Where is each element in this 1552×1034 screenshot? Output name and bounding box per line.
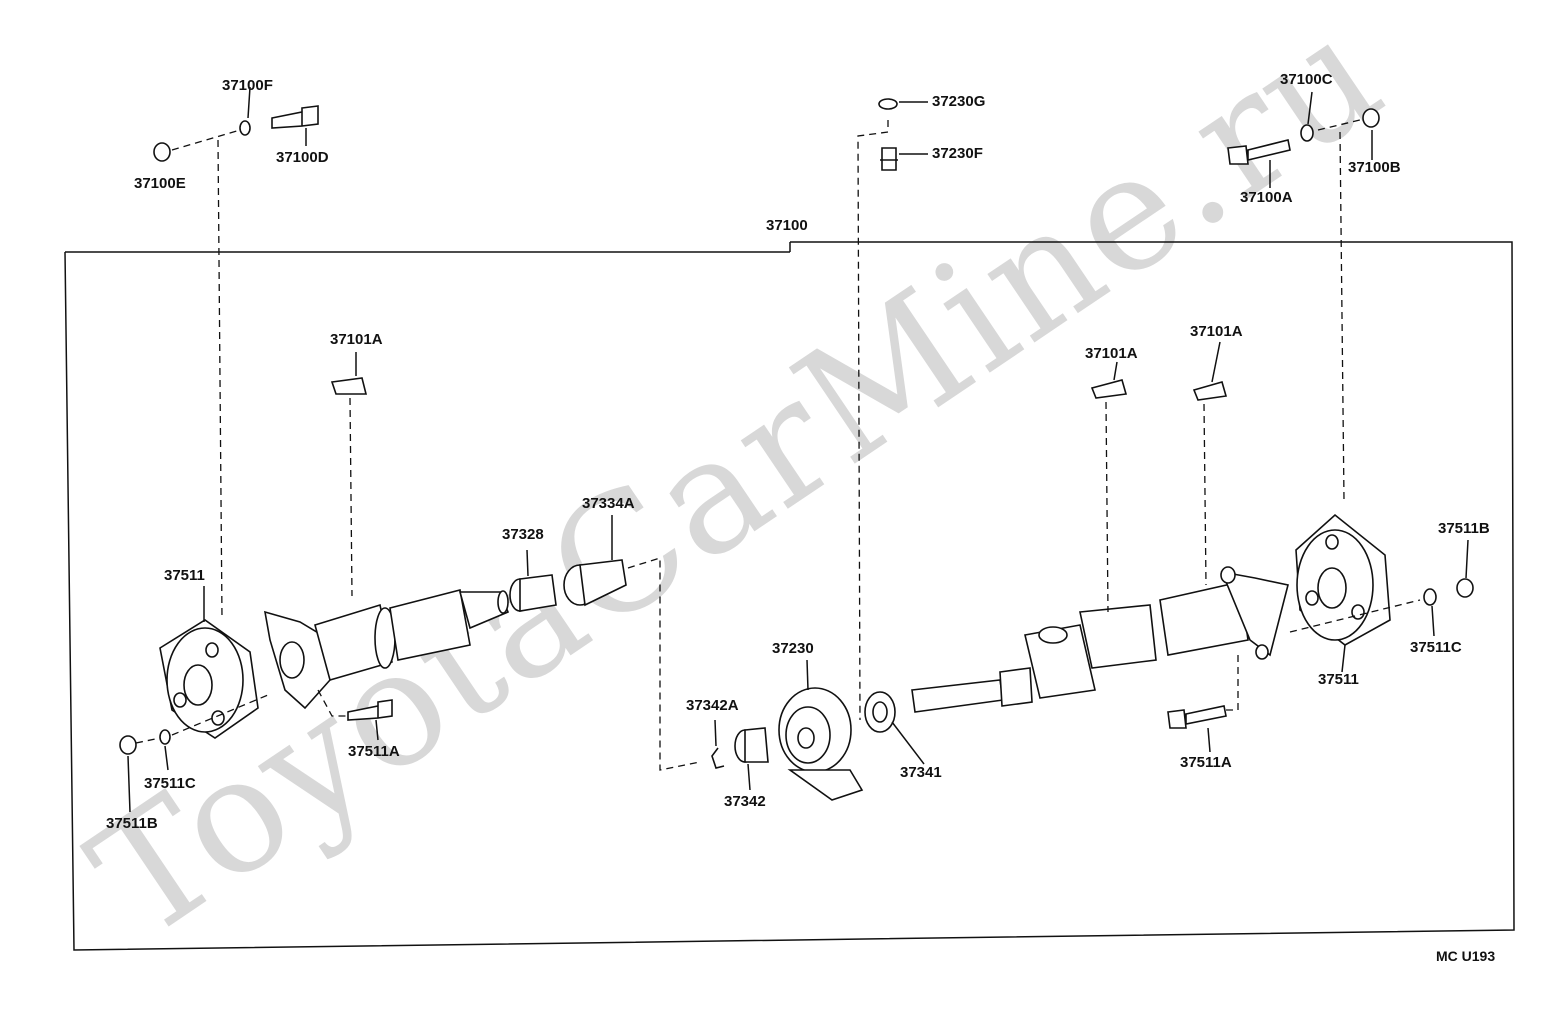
label-37511-right: 37511: [1318, 671, 1359, 688]
label-37230G: 37230G: [932, 93, 986, 110]
assembly-frame: [64, 241, 1515, 951]
label-37100A: 37100A: [1240, 189, 1293, 206]
rear-shaft: [911, 566, 1289, 713]
nut-37511B-left: [119, 735, 137, 755]
label-37342A: 37342A: [686, 697, 739, 714]
label-37511-left: 37511: [164, 567, 205, 584]
washer-37230G: [878, 98, 898, 110]
label-37511C-left: 37511C: [144, 775, 196, 792]
flex-coupling-right: [1295, 513, 1391, 646]
bearing-37341: [864, 691, 896, 733]
diagram-code: MC U193: [1436, 948, 1496, 964]
nut-37511B-right: [1456, 578, 1474, 598]
label-37341: 37341: [900, 764, 942, 781]
label-37101A-mid: 37101A: [1085, 345, 1138, 362]
bolt-37511A-left: [347, 699, 393, 721]
label-37511B-right: 37511B: [1438, 520, 1490, 537]
label-37100: 37100: [766, 217, 808, 234]
label-37511C-right: 37511C: [1410, 639, 1462, 656]
label-37230: 37230: [772, 640, 814, 657]
bearing-37342: [734, 727, 769, 763]
label-37511A-right: 37511A: [1180, 754, 1232, 771]
label-37101A-left: 37101A: [330, 331, 383, 348]
flex-coupling-left: [159, 619, 259, 739]
front-shaft: [263, 589, 510, 710]
label-37328: 37328: [502, 526, 544, 543]
washer-37511C-left: [159, 729, 171, 745]
washer-37100C: [1300, 124, 1314, 142]
label-37511A-left: 37511A: [348, 743, 400, 760]
strap-37101A-left: [330, 377, 368, 395]
washer-37100F: [239, 120, 251, 136]
bolt-37230F: [880, 147, 898, 171]
strap-37101A-right: [1192, 381, 1228, 401]
label-37100B: 37100B: [1348, 159, 1401, 176]
label-37100D: 37100D: [276, 149, 329, 166]
strap-37101A-mid: [1090, 379, 1128, 399]
label-37100F: 37100F: [222, 77, 273, 94]
boot-37334A: [563, 559, 627, 607]
bolt-37100D: [271, 105, 319, 129]
bolt-37511A-right: [1167, 705, 1227, 729]
label-37100E: 37100E: [134, 175, 186, 192]
sleeve-37328: [509, 574, 557, 612]
nut-37100E: [153, 142, 171, 162]
nut-37100B: [1362, 108, 1380, 128]
label-37230F: 37230F: [932, 145, 983, 162]
label-37101A-right: 37101A: [1190, 323, 1243, 340]
bolt-37100A: [1227, 139, 1291, 165]
label-37334A: 37334A: [582, 495, 635, 512]
center-support-37230: [778, 687, 864, 801]
label-37100C: 37100C: [1280, 71, 1333, 88]
washer-37511C-right: [1423, 588, 1437, 606]
label-37342: 37342: [724, 793, 766, 810]
label-37511B-left: 37511B: [106, 815, 158, 832]
clip-37342A: [711, 747, 725, 769]
